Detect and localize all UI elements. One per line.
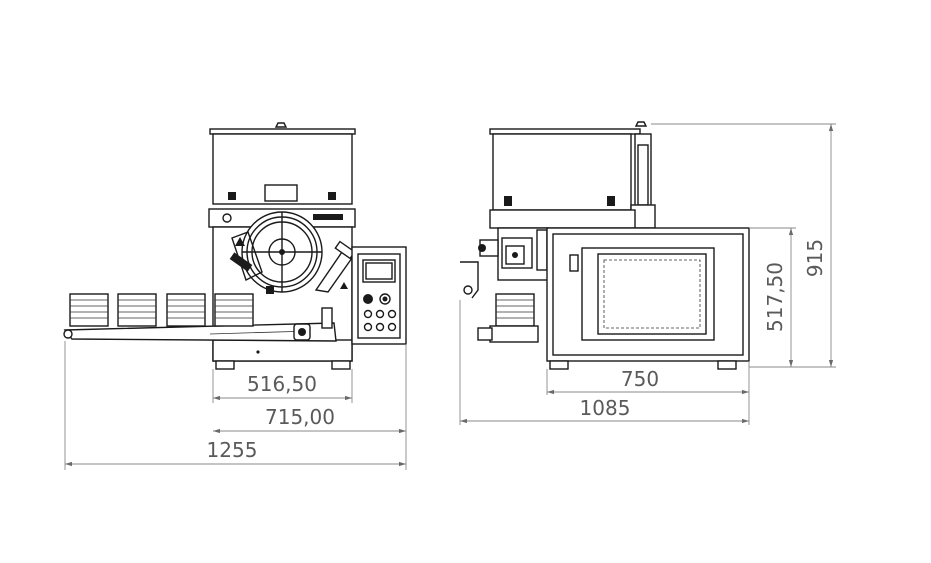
dim-label-1085: 1085 <box>580 396 631 420</box>
front-dimensions: 516,50 715,00 1255 <box>64 341 407 470</box>
dim-label-517-50: 517,50 <box>763 262 787 332</box>
product-stacks <box>69 293 254 327</box>
side-hopper <box>489 121 656 229</box>
side-cabinet <box>546 227 750 370</box>
front-view <box>63 122 407 370</box>
dim-label-750: 750 <box>621 367 659 391</box>
side-dimensions: 750 1085 517,50 915 <box>459 123 836 425</box>
front-control-panel <box>351 246 407 345</box>
side-view <box>460 121 750 370</box>
dim-label-915: 915 <box>803 239 827 277</box>
dim-label-516-50: 516,50 <box>247 372 317 396</box>
front-conveyor <box>63 293 337 342</box>
front-body <box>208 208 356 370</box>
front-hopper <box>209 122 356 205</box>
dim-label-1255: 1255 <box>207 438 258 462</box>
dim-label-715-00: 715,00 <box>265 405 335 429</box>
